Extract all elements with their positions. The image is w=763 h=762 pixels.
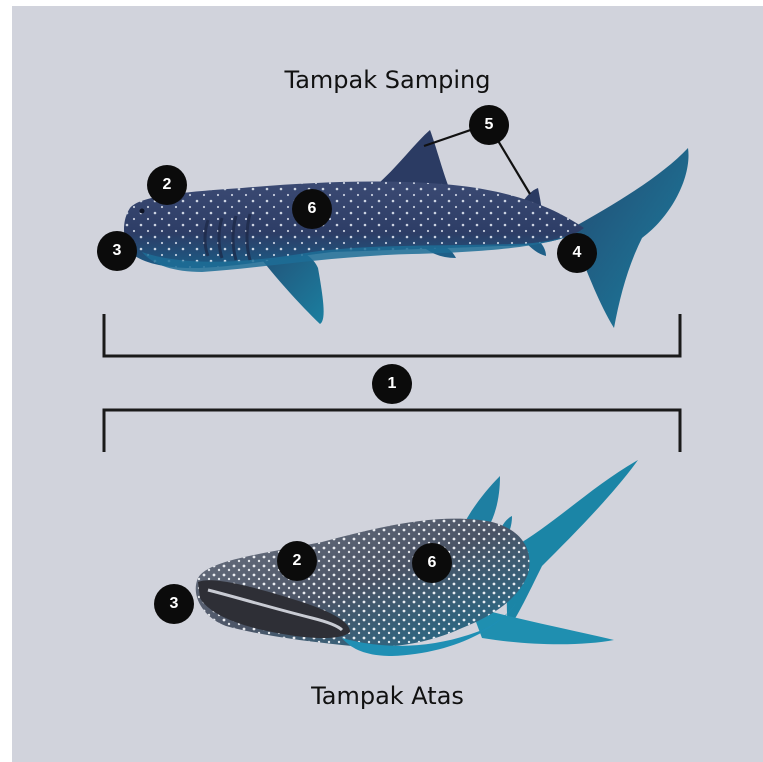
label-side-body: 6 [292, 189, 332, 229]
label-top-head: 2 [277, 541, 317, 581]
label-top-body: 6 [412, 543, 452, 583]
label-side-mouth: 3 [97, 231, 137, 271]
lower-bracket [104, 410, 680, 452]
side-view-shark [124, 130, 689, 328]
upper-bracket [104, 314, 680, 356]
label-side-tail: 4 [557, 233, 597, 273]
label-side-fins: 5 [469, 105, 509, 145]
label-length: 1 [372, 364, 412, 404]
diagram-canvas: Tampak Samping Tampak Atas [12, 6, 763, 762]
top-tail-fin [507, 460, 638, 630]
label-side-head: 2 [147, 165, 187, 205]
side-dorsal-fin [380, 130, 450, 190]
label-top-mouth: 3 [154, 584, 194, 624]
